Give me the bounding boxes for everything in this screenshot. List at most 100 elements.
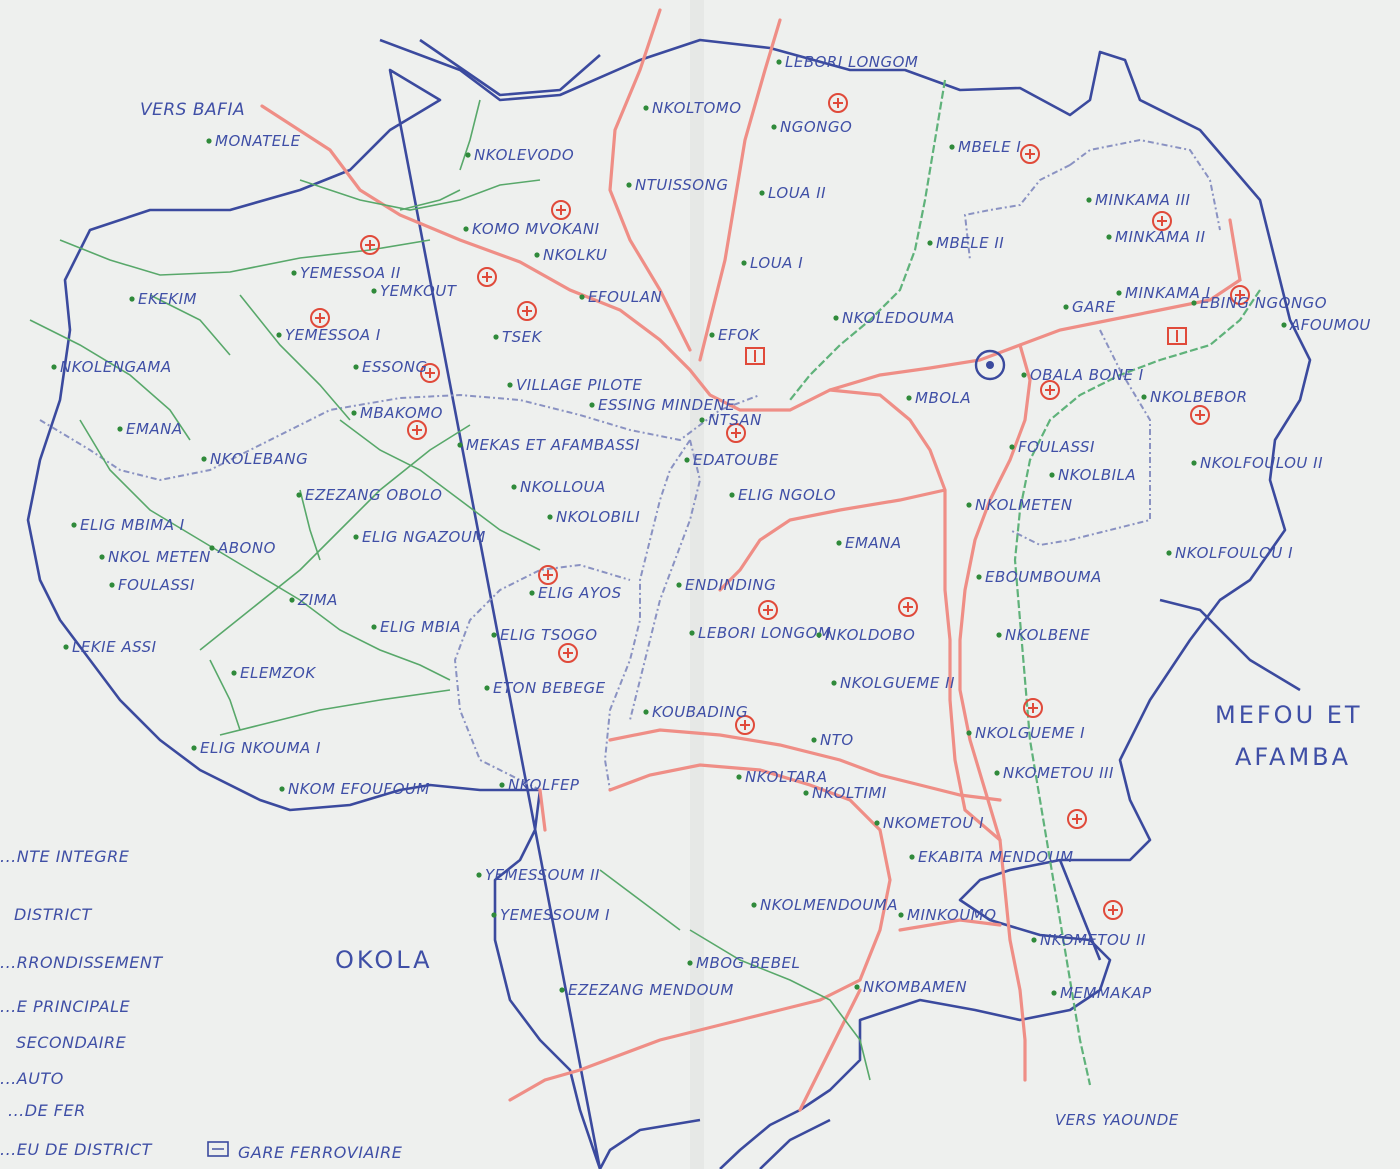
place-mbola: MBOLA: [906, 389, 971, 407]
village-dot: [351, 410, 357, 416]
place-minkama-iii: MINKAMA III: [1086, 191, 1190, 209]
place-label: LOUA II: [768, 184, 826, 202]
place-label: NKOLDOBO: [825, 626, 915, 644]
place-label: MINKAMA I: [1125, 284, 1211, 302]
place-afoumou: AFOUMOU: [1281, 316, 1370, 334]
village-dot: [484, 685, 490, 691]
place-label: GARE: [1072, 298, 1116, 316]
place-label: NGONGO: [780, 118, 852, 136]
place-label: NKOL METEN: [108, 548, 211, 566]
place-ebing-ngongo: EBING NGONGO: [1191, 294, 1327, 312]
place-minkama-ii: MINKAMA II: [1106, 228, 1205, 246]
place-label: MBOLA: [915, 389, 971, 407]
direction-vers-bafia: VERS BAFIA: [140, 100, 245, 120]
road-south-loop: [508, 728, 1002, 1102]
place-label: FOULASSI: [1018, 438, 1095, 456]
place-endinding: ENDINDING: [676, 576, 776, 594]
place-emana: EMANA: [836, 534, 901, 552]
place-elig-mbima-i: ELIG MBIMA I: [71, 516, 184, 534]
place-edatoube: EDATOUBE: [684, 451, 778, 469]
place-monatele: MONATELE: [206, 132, 300, 150]
place-label: MEMMAKAP: [1060, 984, 1152, 1002]
place-ntuissong: NTUISSONG: [626, 176, 728, 194]
place-label: ELIG NGAZOUM: [362, 528, 486, 546]
place-loua-ii: LOUA II: [759, 184, 826, 202]
place-label: NKOMETOU I: [883, 814, 984, 832]
place-label: OBALA BONE I: [1030, 366, 1144, 384]
place-elig-ngazoum: ELIG NGAZOUM: [353, 528, 485, 546]
village-dot: [201, 456, 207, 462]
place-label: MBAKOMO: [360, 404, 443, 422]
legend-item: GARE FERROVIAIRE: [238, 1143, 403, 1162]
place-koubading: KOUBADING: [643, 703, 748, 721]
place-label: NKOLEDOUMA: [842, 309, 955, 327]
place-foulassi: FOULASSI: [1009, 438, 1095, 456]
arrondissement-boundary: [39, 393, 761, 791]
village-dot: [529, 590, 535, 596]
health-centre-icon: [420, 363, 440, 383]
place-label: NKOLFOULOU I: [1175, 544, 1293, 562]
village-dot: [353, 364, 359, 370]
place-foulassi: FOULASSI: [109, 576, 195, 594]
health-centre-icon: [1103, 900, 1123, 920]
place-yemessoum-i: YEMESSOUM I: [491, 906, 610, 924]
place-label: ESSING MINDENE: [598, 396, 735, 414]
place-label: FOULASSI: [118, 576, 195, 594]
village-dot: [493, 334, 499, 340]
place-label: NKOLBEBOR: [1150, 388, 1248, 406]
village-dot: [776, 59, 782, 65]
place-ngongo: NGONGO: [771, 118, 852, 136]
place-label: ENDINDING: [685, 576, 776, 594]
place-nkombamen: NKOMBAMEN: [854, 978, 967, 996]
health-centre-icon: [551, 200, 571, 220]
place-mbog-bebel: MBOG BEBEL: [687, 954, 800, 972]
track-secondary: [29, 99, 871, 1081]
place-label: MINKAMA II: [1115, 228, 1206, 246]
place-elemzok: ELEMZOK: [231, 664, 316, 682]
place-ezezang-obolo: EZEZANG OBOLO: [296, 486, 442, 504]
place-elig-ayos: ELIG AYOS: [529, 584, 621, 602]
place-nkoldobo: NKOLDOBO: [816, 626, 915, 644]
legend-item: ...NTE INTEGRE: [0, 847, 130, 866]
village-dot: [51, 364, 57, 370]
place-label: NKOLENGAMA: [60, 358, 172, 376]
place-label: TSEK: [502, 328, 543, 346]
place-label: NKOLLOUA: [520, 478, 606, 496]
health-centre-icon: [1067, 809, 1087, 829]
village-dot: [966, 730, 972, 736]
village-dot: [491, 912, 497, 918]
place-nkolfoulou-ii: NKOLFOULOU II: [1191, 454, 1323, 472]
village-dot: [976, 574, 982, 580]
place-ntsan: NTSAN: [699, 411, 761, 429]
place-label: YEMESSOUM I: [500, 906, 610, 924]
health-centre-icon: [538, 565, 558, 585]
village-dot: [836, 540, 842, 546]
health-centre-icon: [1190, 405, 1210, 425]
village-dot: [684, 457, 690, 463]
village-dot: [71, 522, 77, 528]
place-nkolbebor: NKOLBEBOR: [1141, 388, 1247, 406]
place-elig-nkouma-i: ELIG NKOUMA I: [191, 739, 321, 757]
place-label: NKOLEBANG: [210, 450, 308, 468]
railway-station-icon: [1167, 327, 1187, 345]
place-label: NKOLFEP: [508, 776, 580, 794]
legend-item: ...AUTO: [0, 1069, 64, 1088]
village-dot: [209, 545, 215, 551]
place-minkoumo: MINKOUMO: [898, 906, 996, 924]
place-nkoledouma: NKOLEDOUMA: [833, 309, 954, 327]
place-label: NKOLTOMO: [652, 99, 742, 117]
place-yemkout: YEMKOUT: [371, 282, 457, 300]
place-label: NKOMBAMEN: [863, 978, 967, 996]
village-dot: [1031, 937, 1037, 943]
district-subzone-boundary: [963, 138, 1221, 547]
place-nkolku: NKOLKU: [534, 246, 607, 264]
place-label: NKOLKU: [543, 246, 607, 264]
place-label: ELEMZOK: [240, 664, 316, 682]
place-label: ELIG MBIA: [380, 618, 461, 636]
place-nkolfep: NKOLFEP: [499, 776, 580, 794]
road-central: [718, 388, 1002, 842]
place-efoulan: EFOULAN: [579, 288, 662, 306]
place-lekie-assi: LEKIE ASSI: [63, 638, 156, 656]
town-center-marker: [974, 349, 1006, 381]
village-dot: [289, 597, 295, 603]
